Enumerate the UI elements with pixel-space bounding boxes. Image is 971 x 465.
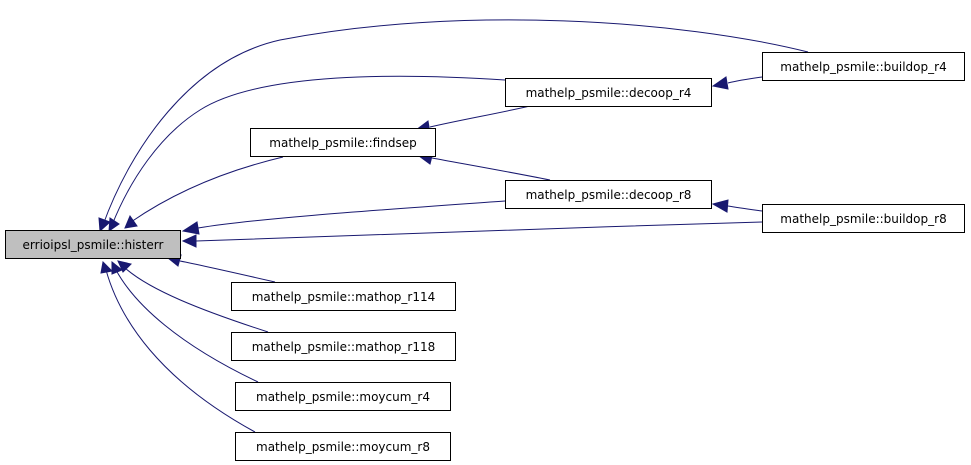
edge-buildop-r8-to-decoop-r8 xyxy=(727,205,763,212)
edge-decoop-r8-to-findsep xyxy=(431,157,551,181)
arrowhead-icon xyxy=(108,217,120,233)
node-mathop-r114[interactable]: mathelp_psmile::mathop_r114 xyxy=(231,282,456,311)
node-decoop-r8[interactable]: mathelp_psmile::decoop_r8 xyxy=(505,180,712,209)
node-decoop-r4[interactable]: mathelp_psmile::decoop_r4 xyxy=(505,78,712,107)
arrowhead-icon xyxy=(98,217,111,233)
edge-mathop-r114-to-histerr xyxy=(179,260,276,283)
arrowhead-icon xyxy=(117,260,132,273)
node-mathop-r118[interactable]: mathelp_psmile::mathop_r118 xyxy=(231,332,456,361)
node-histerr: errioipsl_psmile::histerr xyxy=(5,230,181,259)
edge-moycum-r4-to-histerr xyxy=(115,269,259,383)
arrowhead-icon xyxy=(711,76,729,90)
arrowhead-icon xyxy=(100,260,114,274)
edge-mathop-r118-to-histerr xyxy=(124,267,269,333)
node-findsep[interactable]: mathelp_psmile::findsep xyxy=(250,128,436,157)
node-moycum-r8[interactable]: mathelp_psmile::moycum_r8 xyxy=(235,432,451,461)
edge-decoop-r4-to-findsep xyxy=(429,105,531,128)
node-moycum-r4[interactable]: mathelp_psmile::moycum_r4 xyxy=(235,382,451,411)
edge-decoop-r4-to-histerr xyxy=(111,75,506,226)
edge-buildop-r4-to-histerr xyxy=(102,19,809,226)
arrowhead-icon xyxy=(181,234,197,248)
edge-decoop-r8-to-histerr xyxy=(197,200,506,229)
arrowhead-icon xyxy=(181,221,200,235)
arrowhead-icon xyxy=(711,199,729,213)
arrowhead-icon xyxy=(111,260,123,275)
edge-buildop-r8-to-histerr xyxy=(195,221,763,242)
edge-moycum-r8-to-histerr xyxy=(105,269,256,433)
node-buildop-r4[interactable]: mathelp_psmile::buildop_r4 xyxy=(762,52,965,81)
edge-buildop-r4-to-decoop-r4 xyxy=(727,76,763,84)
arrowhead-icon xyxy=(124,214,138,229)
edge-findsep-to-histerr xyxy=(130,156,284,223)
node-buildop-r8[interactable]: mathelp_psmile::buildop_r8 xyxy=(762,204,965,233)
